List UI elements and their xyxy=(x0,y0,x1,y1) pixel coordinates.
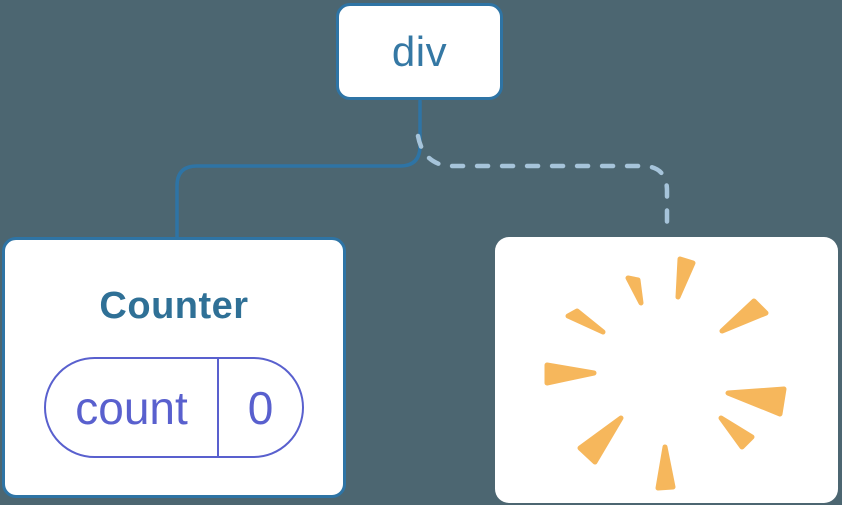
state-value-cell: 0 xyxy=(217,359,302,456)
poof-ray xyxy=(625,275,644,306)
poof-ray xyxy=(675,256,696,300)
counter-title: Counter xyxy=(99,285,249,327)
node-div-label: div xyxy=(391,27,448,75)
state-key-label: count xyxy=(75,381,188,434)
poof-ray xyxy=(577,415,624,465)
edge-div-to-counter xyxy=(175,99,422,239)
poof-ray xyxy=(725,386,787,417)
poof-icon xyxy=(544,256,787,491)
node-removed xyxy=(495,237,838,503)
poof-ray xyxy=(718,415,755,450)
poof-ray xyxy=(655,444,676,491)
edge-div-to-removed xyxy=(415,133,670,238)
poof-ray xyxy=(565,308,606,335)
node-counter: Counter count 0 xyxy=(2,237,346,498)
state-key-cell: count xyxy=(46,359,217,456)
node-div: div xyxy=(336,3,503,100)
state-value-label: 0 xyxy=(247,381,274,434)
state-pill: count 0 xyxy=(44,357,304,458)
poof-ray xyxy=(719,298,769,334)
poof-ray xyxy=(544,362,597,386)
